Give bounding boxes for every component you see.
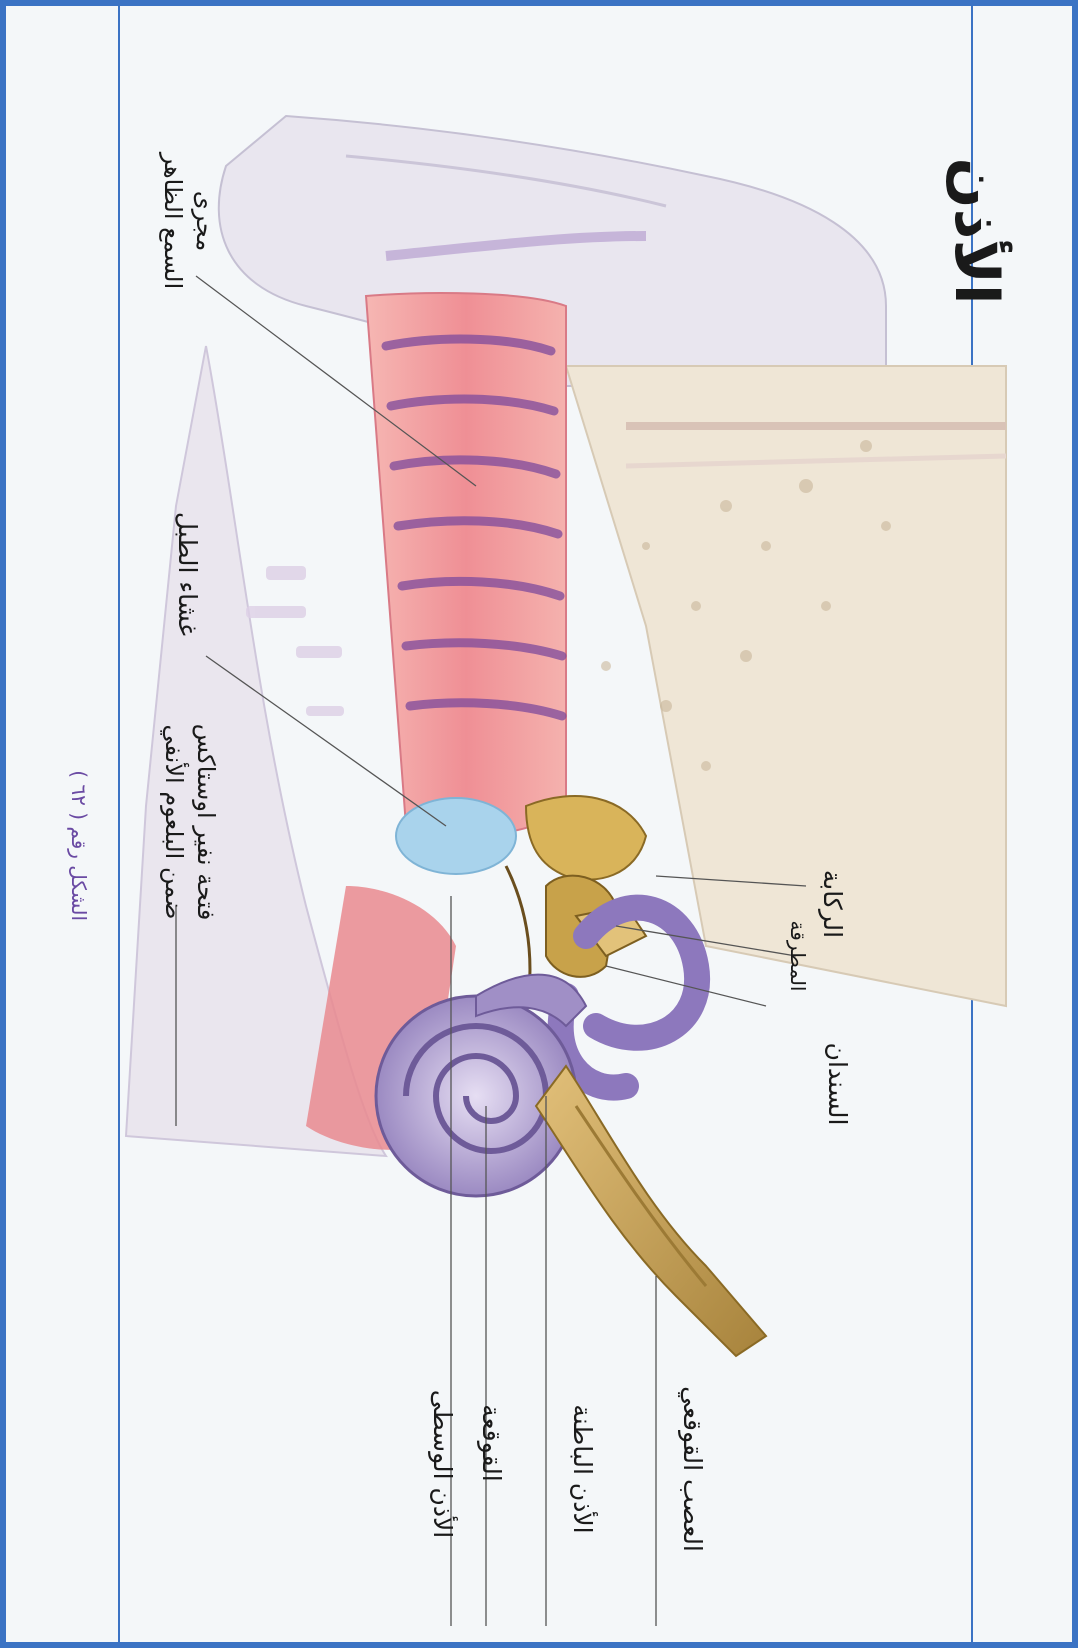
label-auditory-nerve: العصب القوقعي	[673, 1364, 709, 1574]
label-eustachian-line2: ضمن البلعوم الأنفي	[157, 682, 189, 962]
ear-canal-tube	[366, 293, 566, 836]
label-cochlea: القوقعة	[474, 1368, 508, 1518]
label-stapes: الركابة	[813, 849, 849, 959]
auditory-nerve	[536, 1066, 766, 1356]
label-ear-canal-line2: السمع الظاهر	[156, 101, 188, 341]
label-eustachian-line1: فتحة نفير اوستاكس	[190, 682, 222, 962]
label-ear-canal-line1: مجرى	[189, 101, 221, 341]
label-eardrum: غشاء الطبل	[168, 474, 204, 674]
label-eustachian: فتحة نفير اوستاكس ضمن البلعوم الأنفي	[150, 682, 222, 962]
label-incus: السندان	[818, 1014, 854, 1154]
eardrum	[396, 798, 516, 874]
label-middle-ear: الأذن الوسطى	[423, 1364, 459, 1564]
label-ear-canal: مجرى السمع الظاهر	[151, 101, 221, 341]
page-title: الأذن	[931, 136, 1011, 326]
figure-caption: الشكل رقم ( ٦٢ )	[61, 721, 91, 921]
malleus-shape	[526, 796, 646, 880]
label-inner-ear: الأذن الباطنة	[563, 1369, 599, 1569]
label-malleus: المطرقة	[781, 906, 811, 1006]
